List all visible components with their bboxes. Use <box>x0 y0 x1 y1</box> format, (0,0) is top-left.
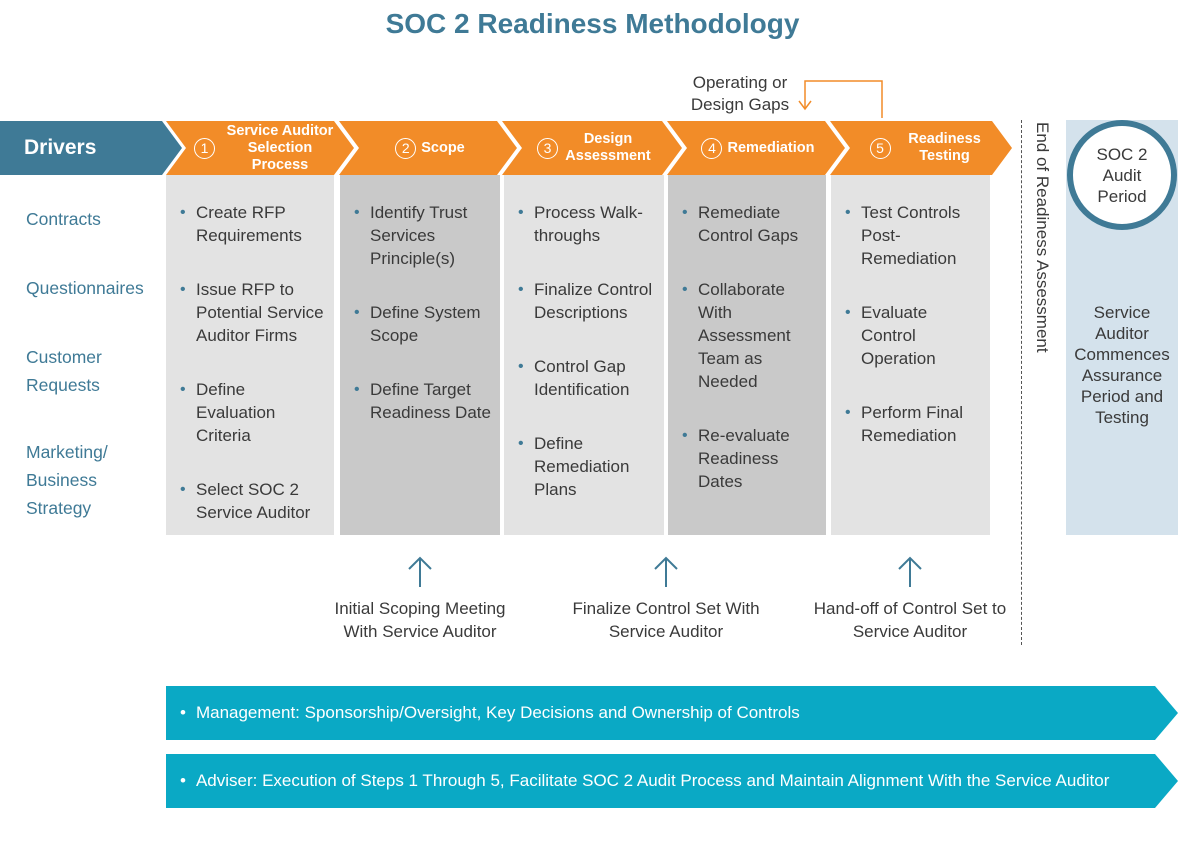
adviser-bar <box>166 754 1178 808</box>
milestone-scoping: Initial Scoping Meeting With Service Aud… <box>320 555 520 643</box>
driver-questionnaires: Questionnaires <box>26 278 144 298</box>
phase-2-item: Define Target Readiness Date <box>352 378 492 424</box>
gaps-note-line-2: Design Gaps <box>690 95 790 114</box>
bullet-icon: • <box>180 771 186 790</box>
phase-4-header: 4 Remediation <box>688 121 828 175</box>
audit-period-description: Service Auditor Commences Assurance Peri… <box>1074 303 1170 427</box>
phase-3-header: 3 Design Assessment <box>525 121 665 175</box>
phase-4-title: Remediation <box>727 139 815 156</box>
phase-2-title: Scope <box>421 139 465 156</box>
phase-3-column: Process Walk-throughs Finalize Control D… <box>504 175 664 535</box>
bottom-bars <box>166 686 1178 808</box>
phase-1-item: Select SOC 2 Service Auditor <box>178 478 326 524</box>
phase-3-number: 3 <box>537 137 558 159</box>
gaps-note: Operating or Design Gaps <box>660 72 820 116</box>
phase-4-item: Re-evaluate Readiness Dates <box>680 424 818 493</box>
phase-1-chevron <box>166 121 354 175</box>
milestone-handoff-label: Hand-off of Control Set to Service Audit… <box>813 599 1007 641</box>
driver-customer-requests: Customer Requests <box>26 347 102 395</box>
phase-3-item: Finalize Control Descriptions <box>516 278 656 324</box>
phase-1-item: Issue RFP to Potential Service Auditor F… <box>178 278 326 347</box>
drivers-title: Drivers <box>24 136 97 159</box>
phase-5-chevron <box>830 121 1012 175</box>
phase-2-item: Define System Scope <box>352 301 492 347</box>
phase-4-column: Remediate Control Gaps Collaborate With … <box>668 175 826 535</box>
phase-5-column: Test Controls Post-Remediation Evaluate … <box>831 175 990 535</box>
phase-4-number: 4 <box>701 137 723 159</box>
phase-5-title: Readiness Testing <box>908 131 981 164</box>
bullet-icon: • <box>180 703 186 722</box>
phase-2-item: Identify Trust Services Principle(s) <box>352 201 492 270</box>
phase-1-item: Create RFP Requirements <box>178 201 326 247</box>
phase-5-item: Test Controls Post-Remediation <box>843 201 982 270</box>
phase-1-column: Create RFP Requirements Issue RFP to Pot… <box>166 175 334 535</box>
milestone-handoff: Hand-off of Control Set to Service Audit… <box>810 555 1010 643</box>
phase-1-number: 1 <box>194 137 215 159</box>
driver-marketing-business-strategy: Marketing/ Business Strategy <box>26 442 108 518</box>
phase-3-title: Design Assessment <box>565 131 651 164</box>
milestone-control-set-label: Finalize Control Set With Service Audito… <box>572 599 760 641</box>
phase-2-number: 2 <box>395 137 417 159</box>
audit-period-title: SOC 2 Audit Period <box>1096 144 1148 206</box>
phase-2-column: Identify Trust Services Principle(s) Def… <box>340 175 500 535</box>
audit-period-circle: SOC 2 Audit Period <box>1067 120 1177 230</box>
up-arrow-icon <box>898 556 922 587</box>
page-title: SOC 2 Readiness Methodology <box>385 8 800 39</box>
up-arrow-icon <box>654 556 678 587</box>
milestone-control-set: Finalize Control Set With Service Audito… <box>566 555 766 643</box>
adviser-bar-label: • Adviser: Execution of Steps 1 Through … <box>180 754 1109 808</box>
driver-contracts: Contracts <box>26 209 101 229</box>
end-of-readiness-divider <box>1021 120 1022 645</box>
header-chevrons <box>0 121 1012 175</box>
phase-1-header: 1 Service Auditor Selection Process <box>192 121 342 175</box>
phase-3-item: Control Gap Identification <box>516 355 656 401</box>
management-bar-label: • Management: Sponsorship/Oversight, Key… <box>180 686 800 740</box>
phase-3-chevron <box>502 121 682 175</box>
end-of-readiness-label: End of Readiness Assessment <box>1033 122 1052 353</box>
phase-4-item: Collaborate With Assessment Team as Need… <box>680 278 818 393</box>
phase-4-item: Remediate Control Gaps <box>680 201 818 247</box>
adviser-text: Adviser: Execution of Steps 1 Through 5,… <box>195 771 1110 790</box>
phase-3-item: Process Walk-throughs <box>516 201 656 247</box>
phase-5-header: 5 Readiness Testing <box>852 121 1002 175</box>
drivers-chevron <box>0 121 182 175</box>
phase-5-item: Evaluate Control Operation <box>843 301 982 370</box>
phase-2-header: 2 Scope <box>360 121 500 175</box>
management-bar <box>166 686 1178 740</box>
up-arrow-icon <box>408 556 432 587</box>
phase-2-chevron <box>339 121 517 175</box>
phase-5-item: Perform Final Remediation <box>843 401 982 447</box>
phase-5-number: 5 <box>869 137 891 159</box>
feedback-loop-arrow-icon <box>798 80 883 118</box>
phase-1-title: Service Auditor Selection Process <box>226 122 334 173</box>
gaps-note-line-1: Operating or <box>692 73 788 92</box>
phase-3-item: Define Remediation Plans <box>516 432 656 501</box>
phase-1-item: Define Evaluation Criteria <box>178 378 326 447</box>
milestone-scoping-label: Initial Scoping Meeting With Service Aud… <box>334 599 506 641</box>
management-text: Management: Sponsorship/Oversight, Key D… <box>195 703 800 722</box>
phase-4-chevron <box>667 121 845 175</box>
